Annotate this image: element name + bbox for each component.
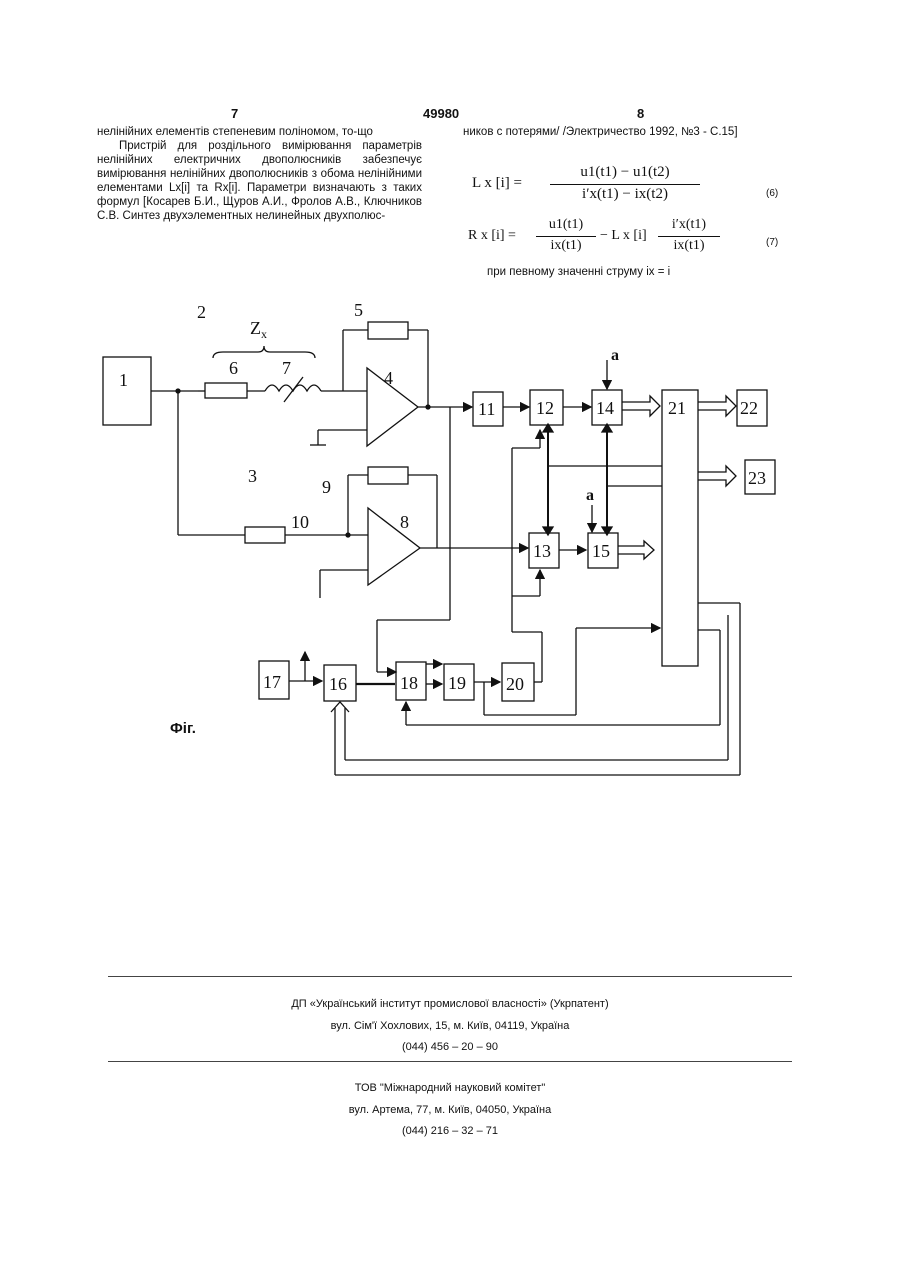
label-19: 19 [448,673,466,693]
eq6-denominator: i′x(t1) − ix(t2) [550,186,700,203]
label-7: 7 [282,358,291,378]
left-column: нелінійних елементів степеневим поліномо… [97,125,422,223]
label-11: 11 [478,399,495,419]
label-15: 15 [592,541,610,561]
block-1 [103,357,151,425]
page-number-right: 8 [637,106,644,121]
label-18: 18 [400,673,418,693]
label-zx-sub: x [261,327,267,341]
resistor-5 [368,322,408,339]
block-diagram: 1 2 Zx 5 6 7 4 3 9 10 8 11 12 14 21 22 2… [0,290,900,790]
equation-6: L x [i] = u1(t1) − u1(t2) i′x(t1) − ix(t… [472,164,772,204]
right-after-equations: при певному значенні струму ix = i [487,265,787,279]
eq7-frac1-num: u1(t1) [536,217,596,233]
label-16: 16 [329,674,347,694]
label-a-top: a [611,347,619,364]
block-21 [662,390,698,666]
eq7-frac1-den: ix(t1) [536,238,596,254]
org1-address: вул. Сім'ї Хохлових, 15, м. Київ, 04119,… [0,1020,900,1032]
label-1: 1 [119,370,128,390]
label-8: 8 [400,512,409,532]
org2-address: вул. Артема, 77, м. Київ, 04050, Україна [0,1104,900,1116]
label-6: 6 [229,358,238,378]
eq6-numerator: u1(t1) − u1(t2) [550,164,700,181]
label-14: 14 [596,398,614,418]
left-continuation: нелінійних елементів степеневим поліномо… [97,125,422,139]
label-2: 2 [197,302,206,322]
eq6-lhs: L x [i] = [472,175,522,192]
label-4: 4 [384,368,393,388]
label-10: 10 [291,512,309,532]
resistor-6 [205,383,247,398]
page-number-left: 7 [231,106,238,121]
label-20: 20 [506,674,524,694]
label-zx-main: Z [250,318,261,338]
label-9: 9 [322,477,331,497]
label-3: 3 [248,466,257,486]
label-17: 17 [263,672,281,692]
label-23: 23 [748,468,766,488]
eq6-fraction-bar [550,184,700,185]
resistor-10 [245,527,285,543]
label-13: 13 [533,541,551,561]
patent-number: 49980 [423,106,459,121]
eq7-mid: − L x [i] [600,228,647,244]
equation-7: R x [i] = u1(t1) ix(t1) − L x [i] i′x(t1… [468,217,768,259]
eq7-frac1-bar [536,236,596,237]
amplifier-8 [368,508,420,585]
label-a-mid: a [586,487,594,504]
figure-caption: Фіг. [170,720,196,737]
label-22: 22 [740,398,758,418]
left-paragraph: Пристрій для роздільного вимірювання пар… [97,139,422,223]
label-21: 21 [668,398,686,418]
org2-phone: (044) 216 – 32 – 71 [0,1125,900,1137]
eq7-lhs: R x [i] = [468,228,516,244]
org1-name: ДП «Український інститут промислової вла… [0,998,900,1010]
eq7-frac2-bar [658,236,720,237]
resistor-9 [368,467,408,484]
eq6-number: (6) [766,188,778,199]
eq7-frac2-num: i′x(t1) [658,217,720,233]
org1-phone: (044) 456 – 20 – 90 [0,1041,900,1053]
footer-rule-middle [108,1061,792,1062]
right-continuation: ников с потерями/ /Электричество 1992, №… [463,125,788,139]
eq7-number: (7) [766,237,778,248]
org2-name: ТОВ "Міжнародний науковий комітет" [0,1082,900,1094]
eq7-frac2-den: ix(t1) [658,238,720,254]
label-5: 5 [354,300,363,320]
label-zx: Zx [250,318,267,341]
label-12: 12 [536,398,554,418]
footer-rule-top [108,976,792,977]
